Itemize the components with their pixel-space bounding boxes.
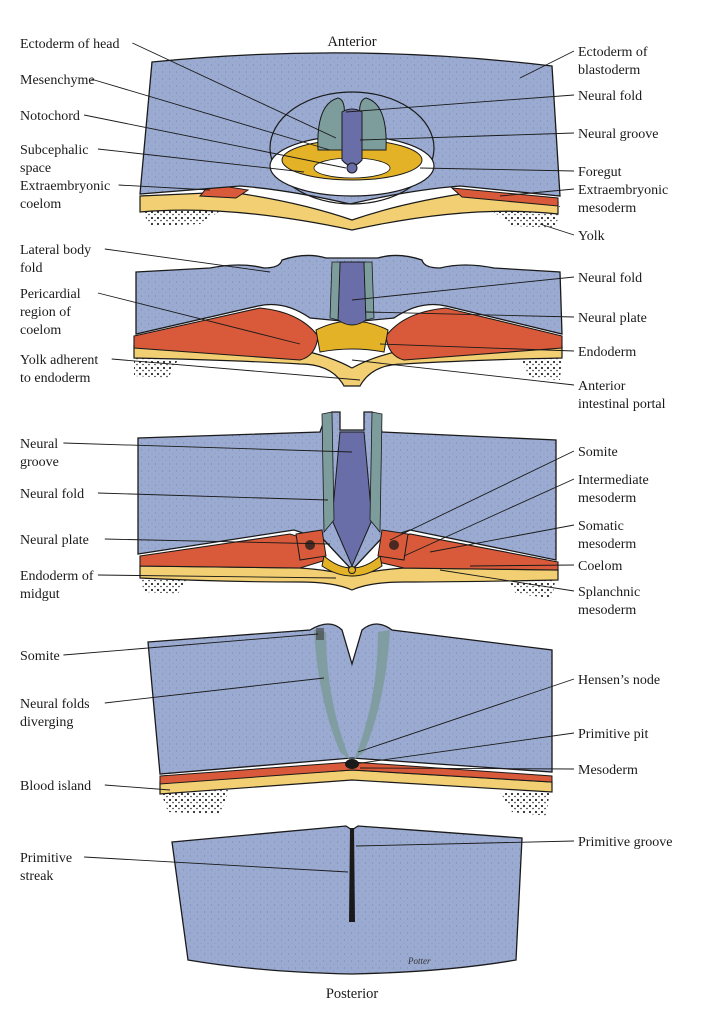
neural-plate-portal <box>337 261 367 326</box>
label-mesoderm: Mesoderm <box>578 763 638 778</box>
label-neural-fold: Neural fold <box>20 487 84 502</box>
notochord <box>346 162 358 174</box>
label-neural-fold: Neural fold <box>578 271 642 286</box>
leader-subcephalic-space <box>97 148 305 173</box>
label-ectoderm-of-head: Ectoderm of head <box>20 37 120 52</box>
hensens-node <box>345 759 359 769</box>
leader-somatic-mesoderm <box>429 524 575 553</box>
leader-pericardial-region-of-coelom <box>97 292 301 345</box>
leader-primitive-streak <box>84 856 349 873</box>
head-section <box>139 52 561 231</box>
leader-primitive-pit <box>353 732 575 765</box>
leader-hensen-s-node <box>357 678 575 753</box>
neural-groove-head <box>341 108 363 167</box>
leader-neural-fold <box>97 492 329 501</box>
leader-yolk-adherent-to-endoderm <box>111 358 361 381</box>
label-primitive-pit: Primitive pit <box>578 727 649 742</box>
leader-neural-plate <box>104 538 331 545</box>
extraembryonic-mesoderm <box>450 187 559 207</box>
leader-intermediate-mesoderm <box>403 478 575 557</box>
label-hensen-s-node: Hensen’s node <box>578 673 660 688</box>
label-somite: Somite <box>578 445 618 460</box>
leader-neural-fold <box>351 276 575 301</box>
label-coelom: Coelom <box>578 559 622 574</box>
midgut-section <box>137 411 559 598</box>
label-neural-plate: Neural plate <box>20 533 89 548</box>
neural-fold-portal <box>329 261 375 321</box>
leader-ectoderm-of-blastoderm <box>519 50 575 79</box>
node-section <box>147 623 553 816</box>
portal-section <box>133 254 563 387</box>
label-notochord: Notochord <box>20 109 80 124</box>
primitive-streak <box>349 828 355 922</box>
endoderm-midgut <box>321 555 383 577</box>
leader-neural-fold <box>345 94 575 113</box>
orientation-bottom: Posterior <box>326 986 379 1002</box>
leader-anterior-intestinal-portal <box>351 359 575 386</box>
leader-coelom <box>469 564 575 567</box>
yolk-layer <box>139 191 559 231</box>
endoderm <box>315 320 389 353</box>
neural-fold-midgut <box>321 411 383 534</box>
leader-neural-plate <box>365 311 575 318</box>
somite-cavity <box>389 540 399 550</box>
somite-marks <box>316 628 324 640</box>
signature: Potter <box>407 956 431 966</box>
leader-lateral-body-fold <box>104 248 271 273</box>
leader-mesenchyme <box>90 78 331 151</box>
somite <box>295 529 409 561</box>
somite-cavity <box>305 540 315 550</box>
label-foregut: Foregut <box>578 165 622 180</box>
leader-endoderm-of-midgut <box>97 574 337 579</box>
label-neural-plate: Neural plate <box>578 311 647 326</box>
label-mesenchyme: Mesenchyme <box>20 73 95 88</box>
leader-mesoderm <box>359 767 575 770</box>
streak-section: Potter <box>171 825 523 975</box>
leader-notochord <box>84 114 347 169</box>
label-neural-fold: Neural fold <box>578 89 642 104</box>
leader-splanchnic-mesoderm <box>439 569 575 592</box>
neural-folds-diverging <box>314 630 390 760</box>
leader-neural-groove <box>359 132 575 141</box>
leader-extraembryonic-mesoderm <box>499 188 575 197</box>
label-endoderm: Endoderm <box>578 345 636 360</box>
orientation-top: Anterior <box>327 34 376 50</box>
leader-yolk <box>539 223 575 236</box>
leader-somite <box>389 450 575 541</box>
label-layer: Ectoderm of headMesenchymeNotochordSubce… <box>20 37 673 884</box>
label-primitive-groove: Primitive groove <box>578 835 673 850</box>
leader-foregut <box>419 167 575 172</box>
leader-neural-folds-diverging <box>104 677 325 704</box>
leader-layer <box>63 42 575 873</box>
leader-extraembryonic-coelom <box>118 184 211 191</box>
leader-endoderm <box>379 343 575 352</box>
leader-neural-groove <box>63 442 353 453</box>
label-somite: Somite <box>20 649 60 664</box>
leader-primitive-groove <box>355 840 575 847</box>
leader-somite <box>63 633 319 656</box>
head-fold-outline <box>269 91 435 205</box>
label-neural-groove: Neural groove <box>578 127 658 142</box>
label-yolk: Yolk <box>578 229 605 244</box>
leader-ectoderm-of-head <box>132 42 337 139</box>
notochord <box>348 566 356 574</box>
label-blood-island: Blood island <box>20 779 91 794</box>
leader-blood-island <box>104 784 171 791</box>
